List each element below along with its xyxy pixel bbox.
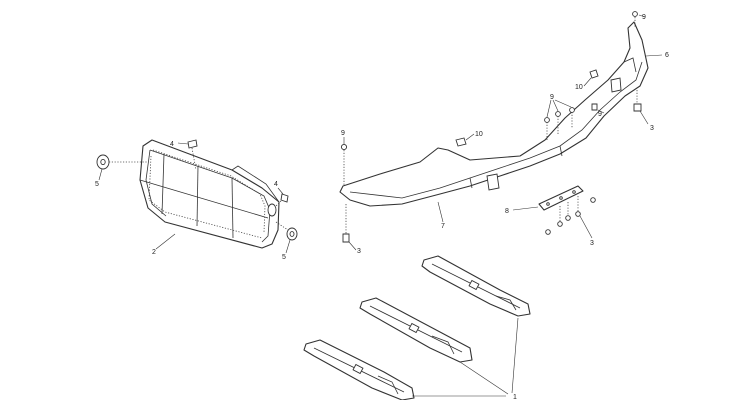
nut-mid <box>455 133 475 147</box>
callout-1: 1 <box>513 394 517 400</box>
callout-4-side: 4 <box>274 181 278 188</box>
bolt-left-top <box>340 137 348 186</box>
bolt-side-left <box>275 187 289 207</box>
callout-9-top: 9 <box>550 94 554 101</box>
callout-3-bottom: 3 <box>590 240 594 247</box>
callout-9-mid: 9 <box>598 111 602 118</box>
callout-2: 2 <box>152 249 156 256</box>
discharge-guard <box>139 139 280 249</box>
callout-3-right: 3 <box>650 125 654 132</box>
bolt-top-right <box>632 11 646 28</box>
bolt-mid-right <box>591 103 605 114</box>
nut-top <box>583 69 599 87</box>
washer-left <box>96 154 148 170</box>
bolts-bottom <box>342 90 649 251</box>
callout-7: 7 <box>441 223 445 230</box>
callout-5-left: 5 <box>95 181 99 188</box>
callout-5-right: 5 <box>282 254 286 261</box>
blade-bottom <box>303 339 415 400</box>
callout-10-mid: 10 <box>475 131 483 138</box>
callout-6: 6 <box>665 52 669 59</box>
callout-4-top: 4 <box>170 141 174 148</box>
washer-right <box>275 221 298 241</box>
mounting-bracket <box>512 185 584 211</box>
blade-middle <box>359 297 473 363</box>
callout-3-left: 3 <box>357 248 361 255</box>
callout-8: 8 <box>505 208 509 215</box>
callout-9-left: 9 <box>341 130 345 137</box>
bolts-top <box>544 99 575 140</box>
bolt-top-left <box>177 139 198 171</box>
callout-10-top: 10 <box>575 84 583 91</box>
callout-9-topright: 9 <box>642 14 646 21</box>
blade-top <box>421 255 531 317</box>
mower-baffle <box>339 21 649 207</box>
